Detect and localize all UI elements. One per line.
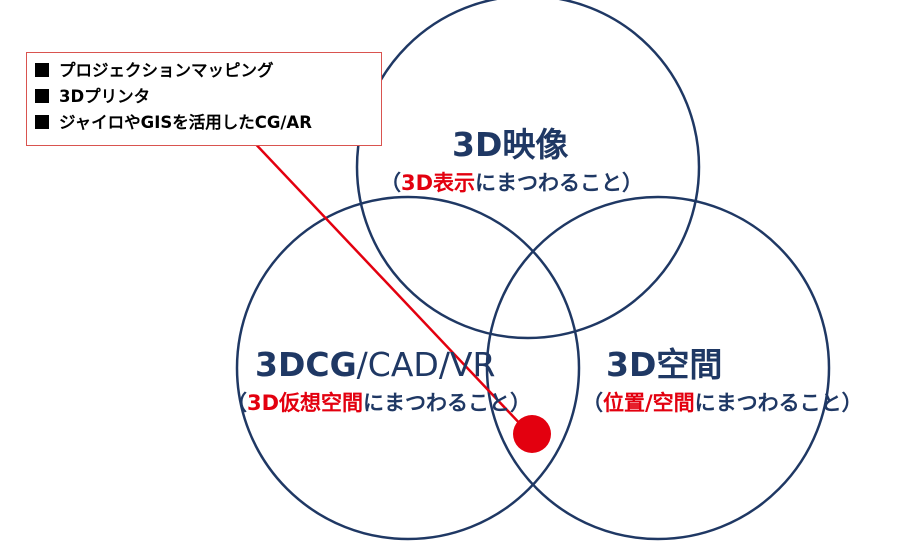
circle-3dcg bbox=[235, 195, 581, 541]
subtitle-highlight: 位置/空間 bbox=[603, 391, 695, 415]
subtitle-highlight: 3D表示 bbox=[401, 171, 476, 195]
circle-subtitle-3dcg: （3D仮想空間にまつわること） bbox=[226, 391, 532, 415]
callout-item: 3Dプリンタ bbox=[35, 84, 381, 110]
bullet-square-icon bbox=[35, 63, 49, 77]
callout-connector-line bbox=[247, 135, 525, 429]
bullet-square-icon bbox=[35, 89, 49, 103]
circle-subtitle-3d-space: （位置/空間にまつわること） bbox=[582, 391, 863, 415]
callout-box: プロジェクションマッピング 3Dプリンタ ジャイロやGISを活用したCG/AR bbox=[26, 52, 382, 146]
subtitle-highlight: 3D仮想空間 bbox=[247, 391, 364, 415]
intersection-marker bbox=[513, 415, 551, 453]
circle-subtitle-3d-video: （3D表示にまつわること） bbox=[380, 171, 644, 195]
circle-3d-video bbox=[355, 0, 701, 340]
callout-item: プロジェクションマッピング bbox=[35, 58, 381, 84]
bullet-square-icon bbox=[35, 115, 49, 129]
circle-title-3d-video: 3D映像 bbox=[452, 125, 569, 164]
callout-item: ジャイロやGISを活用したCG/AR bbox=[35, 110, 381, 136]
circle-title-3dcg: 3DCG/CAD/VR bbox=[255, 345, 496, 384]
circle-title-3d-space: 3D空間 bbox=[606, 345, 723, 384]
circle-3d-space bbox=[485, 195, 831, 541]
